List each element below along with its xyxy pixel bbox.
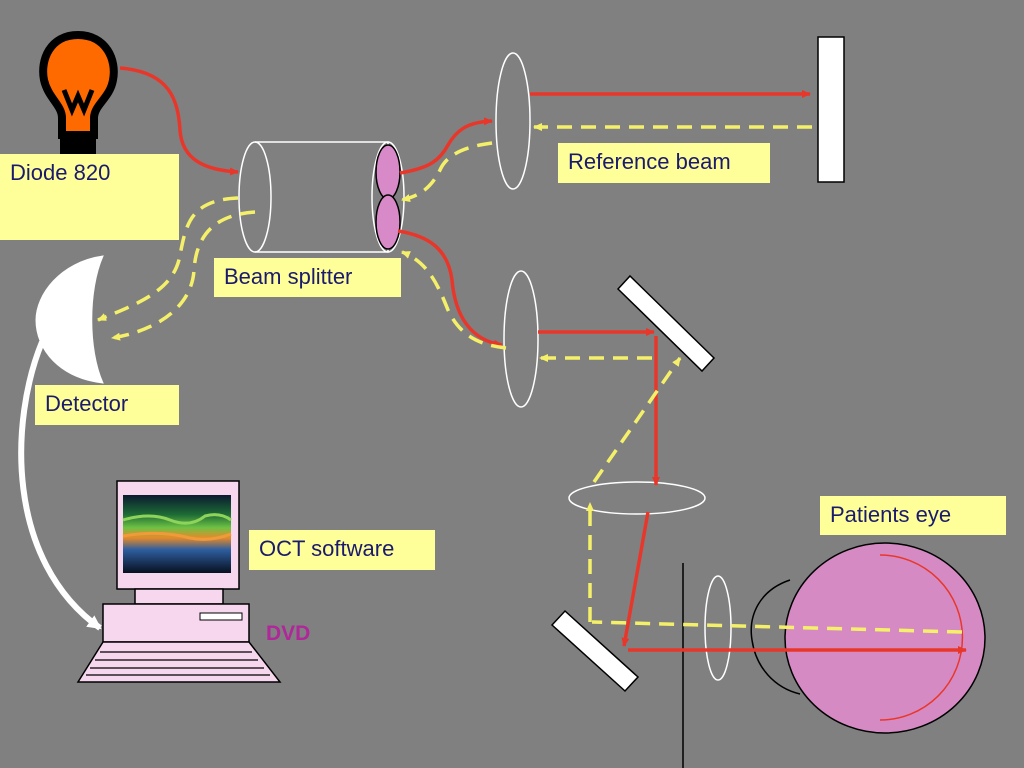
incident-beam: [119, 66, 967, 654]
beam-splitter-label: Beam splitter: [214, 258, 401, 297]
lens-icon: [704, 575, 732, 681]
lens-icon: [495, 52, 531, 190]
lens-icon: [503, 270, 539, 408]
detector-icon: [35, 255, 104, 384]
oct-software-label: OCT software: [249, 530, 435, 570]
light-bulb-icon: [39, 30, 118, 158]
lens-icon: [568, 481, 706, 515]
mirror-icon: [616, 274, 716, 373]
beam-splitter-cylinder: [238, 141, 405, 253]
reference-beam-label: Reference beam: [558, 143, 770, 183]
patients-eye-label: Patients eye: [820, 496, 1006, 535]
detector-label: Detector: [35, 385, 179, 425]
eye-icon: [750, 542, 986, 734]
oct-scan-image: [122, 513, 232, 525]
diode-label: Diode 820: [0, 154, 179, 240]
detector-cable: [18, 340, 102, 631]
computer-icon: [76, 480, 282, 683]
return-beam: [97, 123, 963, 634]
dvd-label: DVD: [266, 622, 311, 645]
reference-mirror: [817, 36, 845, 183]
mirror-icon: [550, 609, 640, 693]
